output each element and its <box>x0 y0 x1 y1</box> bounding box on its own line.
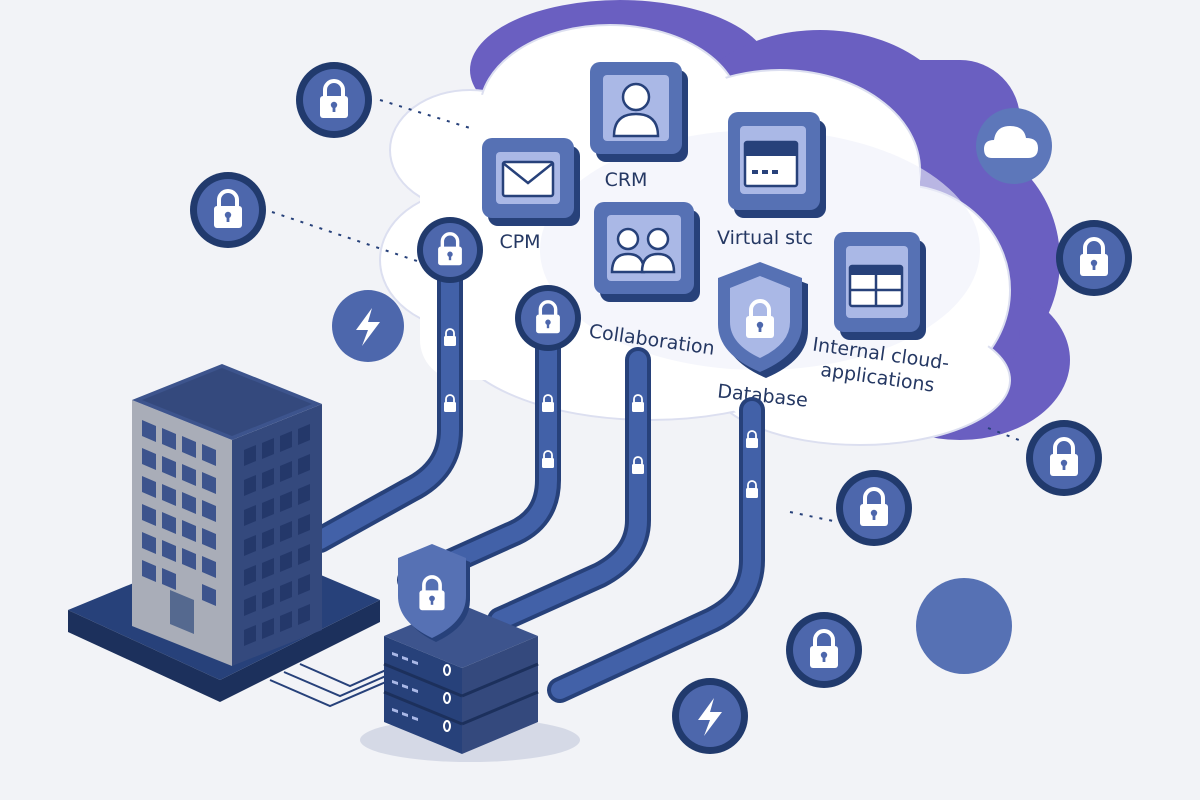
lock-icon <box>786 612 862 688</box>
office-building-icon <box>68 364 380 702</box>
dotted-connectors <box>271 99 1025 523</box>
lock-icon <box>190 172 266 248</box>
lightning-icon <box>672 678 748 754</box>
shield-lock-icon <box>398 544 470 642</box>
service-crm[interactable]: CRM <box>590 62 688 191</box>
service-cpm[interactable]: CPM <box>482 138 580 253</box>
lightning-icon <box>332 290 404 362</box>
user-icon <box>612 82 660 138</box>
lock-icon <box>417 217 483 283</box>
envelope-icon <box>501 160 555 198</box>
lock-icon <box>836 470 912 546</box>
dot <box>916 578 1012 674</box>
lock-icon <box>1026 420 1102 496</box>
lock-icon <box>296 62 372 138</box>
users-icon <box>610 227 676 274</box>
service-label: CRM <box>605 169 648 191</box>
service-virtual[interactable]: Virtual stc <box>717 112 826 249</box>
server-rack-icon[interactable] <box>360 604 580 762</box>
network-wires <box>269 663 396 708</box>
grid-window-icon <box>848 264 904 308</box>
cloud-icon <box>976 108 1052 184</box>
service-database[interactable]: Database <box>716 262 809 412</box>
service-collaboration[interactable]: Collaboration <box>588 202 716 360</box>
service-label: Virtual stc <box>717 227 813 249</box>
lock-icon <box>515 285 581 351</box>
service-internal-apps[interactable]: Internal cloud- applications <box>808 232 951 398</box>
cloud <box>379 0 1070 446</box>
server-window-icon <box>743 140 799 188</box>
lock-icon <box>1056 220 1132 296</box>
service-label: CPM <box>499 231 540 253</box>
connection-pipes <box>307 247 765 703</box>
